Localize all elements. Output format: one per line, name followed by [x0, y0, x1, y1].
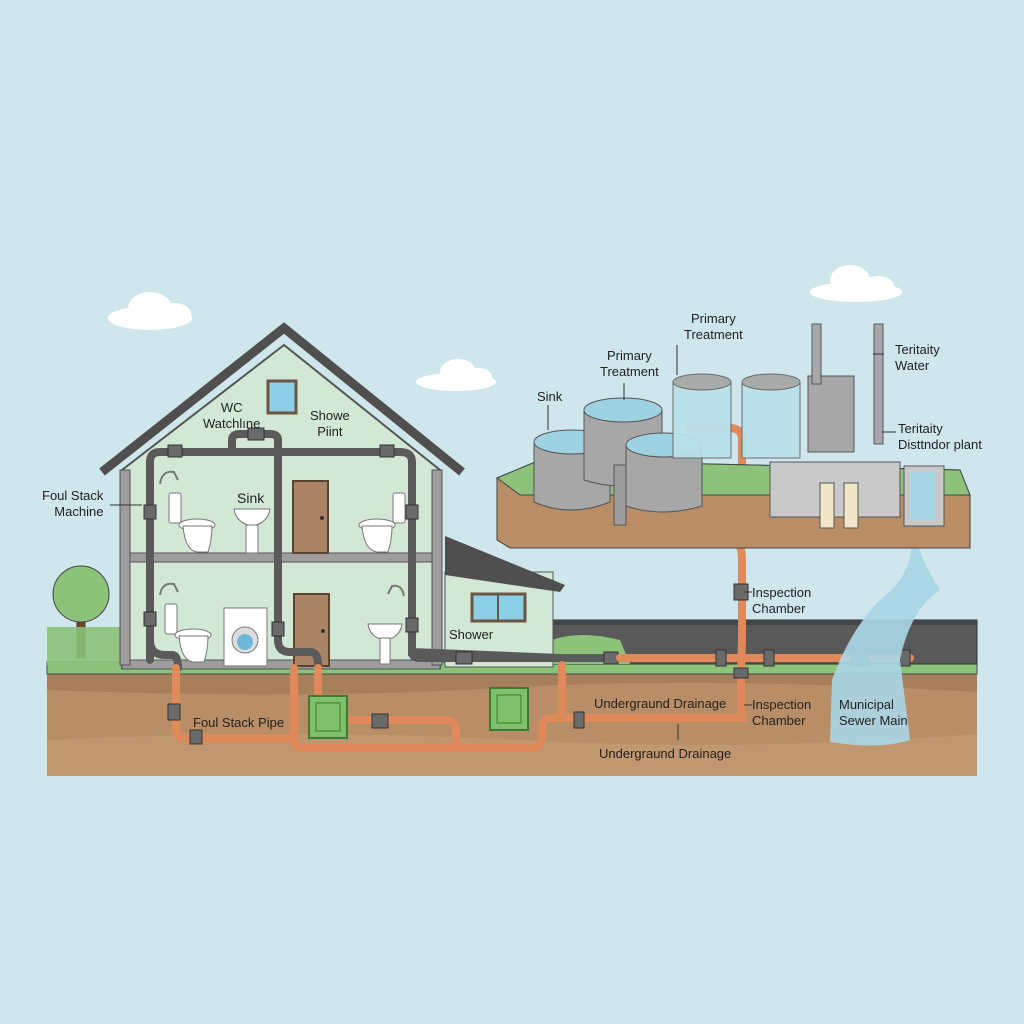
label-msm-line1: Municipal [839, 697, 894, 712]
label-tertiary-water: Teritaity Water [895, 342, 940, 374]
label-fsm-line1: Foul Stack [42, 488, 104, 503]
label-pt-right-line2: Treatment [684, 327, 743, 342]
leader-lines [110, 345, 896, 740]
roof [99, 322, 465, 476]
label-tp-line1: Teritaity [898, 421, 943, 436]
label-tertiary-plant: Teritaity Disttndor plant [898, 421, 982, 453]
label-ic-lower-line1: Inspection [752, 697, 812, 712]
label-pt-left-line2: Treatment [600, 364, 659, 379]
washing-machine-icon [223, 607, 268, 667]
label-primary-treatment-right: Primary Treatment [684, 311, 743, 343]
label-sink-house: Sink [237, 490, 265, 506]
label-sink-plant: Sink [537, 389, 563, 404]
label-shower-point-line2: Piint [317, 424, 343, 439]
label-foul-stack-machine: Foul Stack Machine [42, 488, 103, 520]
label-inspection-chamber-lower: Inspection Chamber [752, 697, 811, 729]
pipe-coupling [143, 427, 619, 665]
sink-icon [233, 508, 271, 554]
label-foul-stack-pipe: Foul Stack Pipe [193, 715, 285, 730]
label-underground-drainage-lower: Undergraund Drainage [599, 746, 732, 761]
cloud-icon [108, 292, 192, 330]
label-primary-treatment-left: Primary Treatment [600, 348, 659, 380]
toilet-icon [164, 603, 212, 663]
label-shower-point-line1: Showe [310, 408, 350, 423]
shower-head-icon [159, 470, 405, 597]
label-inspection-chamber-upper: Inspection Chamber [752, 585, 811, 617]
label-municipal-sewer-main: Municipal Sewer Main [839, 697, 908, 729]
label-msm-line2: Sewer Main [839, 713, 908, 728]
label-shower-point: Showe Piint [310, 408, 350, 440]
label-pt-left-line1: Primary [606, 348, 652, 363]
label-tp-line2: Disttndor plant [898, 437, 982, 452]
treatment-plant [495, 323, 971, 549]
label-fsm-line2: Machine [54, 504, 104, 519]
label-ic-upper-line2: Chamber [752, 601, 806, 616]
label-tw-line2: Water [895, 358, 930, 373]
label-tw-line1: Teritaity [895, 342, 940, 357]
label-ic-upper-line1: Inspection [752, 585, 812, 600]
label-shower-annex: Shower [449, 627, 494, 642]
label-underground-drainage-upper: Undergraund Drainage [594, 696, 727, 711]
inspection-chamber-grate [489, 687, 529, 731]
label-ic-lower-line2: Chamber [752, 713, 806, 728]
toilet-icon [358, 492, 406, 553]
annex [444, 536, 565, 668]
label-pt-right-line1: Primary [690, 311, 736, 326]
sink-icon [367, 623, 403, 665]
label-wc-line1: WC [220, 400, 243, 415]
toilet-icon [168, 492, 216, 553]
cloud-icon [416, 359, 496, 391]
inspection-chamber-grate [308, 695, 348, 739]
municipal-sewer-water [830, 520, 940, 746]
cloud-icon [810, 265, 902, 302]
foul-stack-pipes [146, 430, 744, 672]
label-wc-line2: Watchlıne [203, 416, 261, 431]
label-wc: WC Watchlıne [203, 400, 260, 432]
